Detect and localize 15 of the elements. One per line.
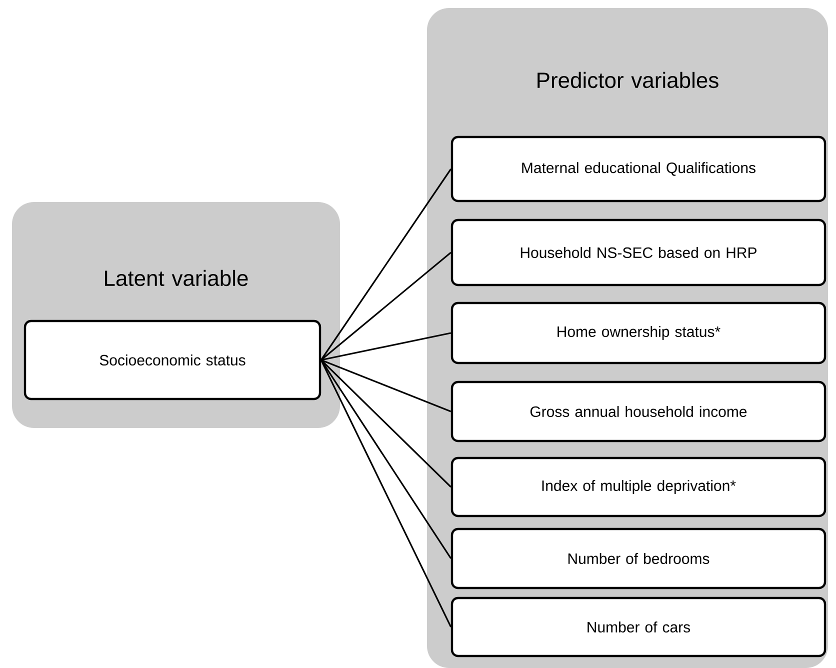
- connector-line: [320, 360, 452, 559]
- connector-line: [320, 332, 452, 361]
- variable-box: Socioeconomic status: [24, 320, 322, 400]
- variable-box: Home ownership status*: [450, 302, 826, 364]
- connector-line: [320, 168, 452, 360]
- variable-box: Gross annual household income: [450, 380, 826, 442]
- variable-box: Number of cars: [450, 596, 826, 658]
- connector-line: [320, 359, 452, 488]
- variable-box: Index of multiple deprivation*: [450, 456, 826, 518]
- variable-box: Number of bedrooms: [450, 528, 826, 590]
- variable-box: Maternal educational Qualifications: [450, 136, 826, 202]
- connector-line: [320, 360, 452, 628]
- connector-line: [320, 252, 452, 361]
- variable-box: Household NS-SEC based on HRP: [450, 218, 826, 286]
- connector-line: [320, 359, 452, 412]
